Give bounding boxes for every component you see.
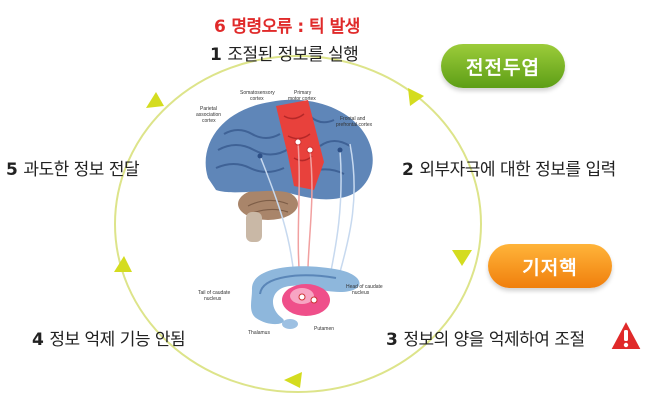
label-frontal-2: prefrontal cortex bbox=[336, 122, 373, 128]
step-1-text: 조절된 정보를 실행 bbox=[227, 45, 359, 65]
brain-illustration: Somatosensory cortex Primary motor corte… bbox=[196, 90, 383, 336]
label-parietal: Parietal bbox=[200, 106, 217, 112]
label-somatosensory: Somatosensory bbox=[240, 90, 275, 96]
step-2-text: 외부자극에 대한 정보를 입력 bbox=[419, 160, 616, 180]
label-primary-motor: Primary bbox=[294, 90, 312, 96]
step-6-text: 명령오류 : 틱 발생 bbox=[231, 17, 360, 37]
cycle-arrow-right bbox=[452, 250, 472, 266]
cycle-arrow-left-lower bbox=[114, 256, 132, 272]
step-6-number: 6 bbox=[214, 17, 226, 37]
basal-ganglia-badge-label: 기저핵 bbox=[522, 256, 578, 279]
label-tail-caudate-2: nucleus bbox=[204, 296, 222, 302]
step-3-number: 3 bbox=[386, 330, 398, 350]
step-2-number: 2 bbox=[402, 160, 414, 180]
label-frontal: Frontal and bbox=[340, 116, 366, 122]
label-head-caudate: Head of caudate bbox=[346, 284, 383, 290]
prefrontal-badge-label: 전전두엽 bbox=[466, 56, 540, 79]
basal-ganglia-badge: 기저핵 bbox=[488, 244, 612, 288]
label-parietal-2: association bbox=[196, 112, 221, 118]
label-tail-caudate: Tail of caudate bbox=[198, 290, 230, 296]
label-primary-motor-2: motor cortex bbox=[288, 96, 316, 102]
cycle-ring bbox=[114, 55, 482, 393]
step-5-text: 과도한 정보 전달 bbox=[23, 160, 140, 180]
cycle-arrow-left-upper bbox=[146, 92, 164, 108]
label-thalamus: Thalamus bbox=[248, 330, 270, 336]
label-parietal-3: cortex bbox=[202, 118, 216, 124]
step-4-text: 정보 억제 기능 안됨 bbox=[49, 330, 186, 350]
cycle-arrow-top-right bbox=[408, 88, 424, 106]
step-4-number: 4 bbox=[32, 330, 44, 350]
warning-icon bbox=[609, 319, 643, 351]
label-putamen: Putamen bbox=[314, 326, 334, 332]
prefrontal-badge: 전전두엽 bbox=[441, 44, 565, 88]
step-5-number: 5 bbox=[6, 160, 18, 180]
label-somatosensory-2: cortex bbox=[250, 96, 264, 102]
step-3-text: 정보의 양을 억제하여 조절 bbox=[403, 330, 585, 350]
cycle-arrow-bottom bbox=[284, 372, 302, 388]
step-1-number: 1 bbox=[210, 45, 222, 65]
label-head-caudate-2: nucleus bbox=[352, 290, 370, 296]
